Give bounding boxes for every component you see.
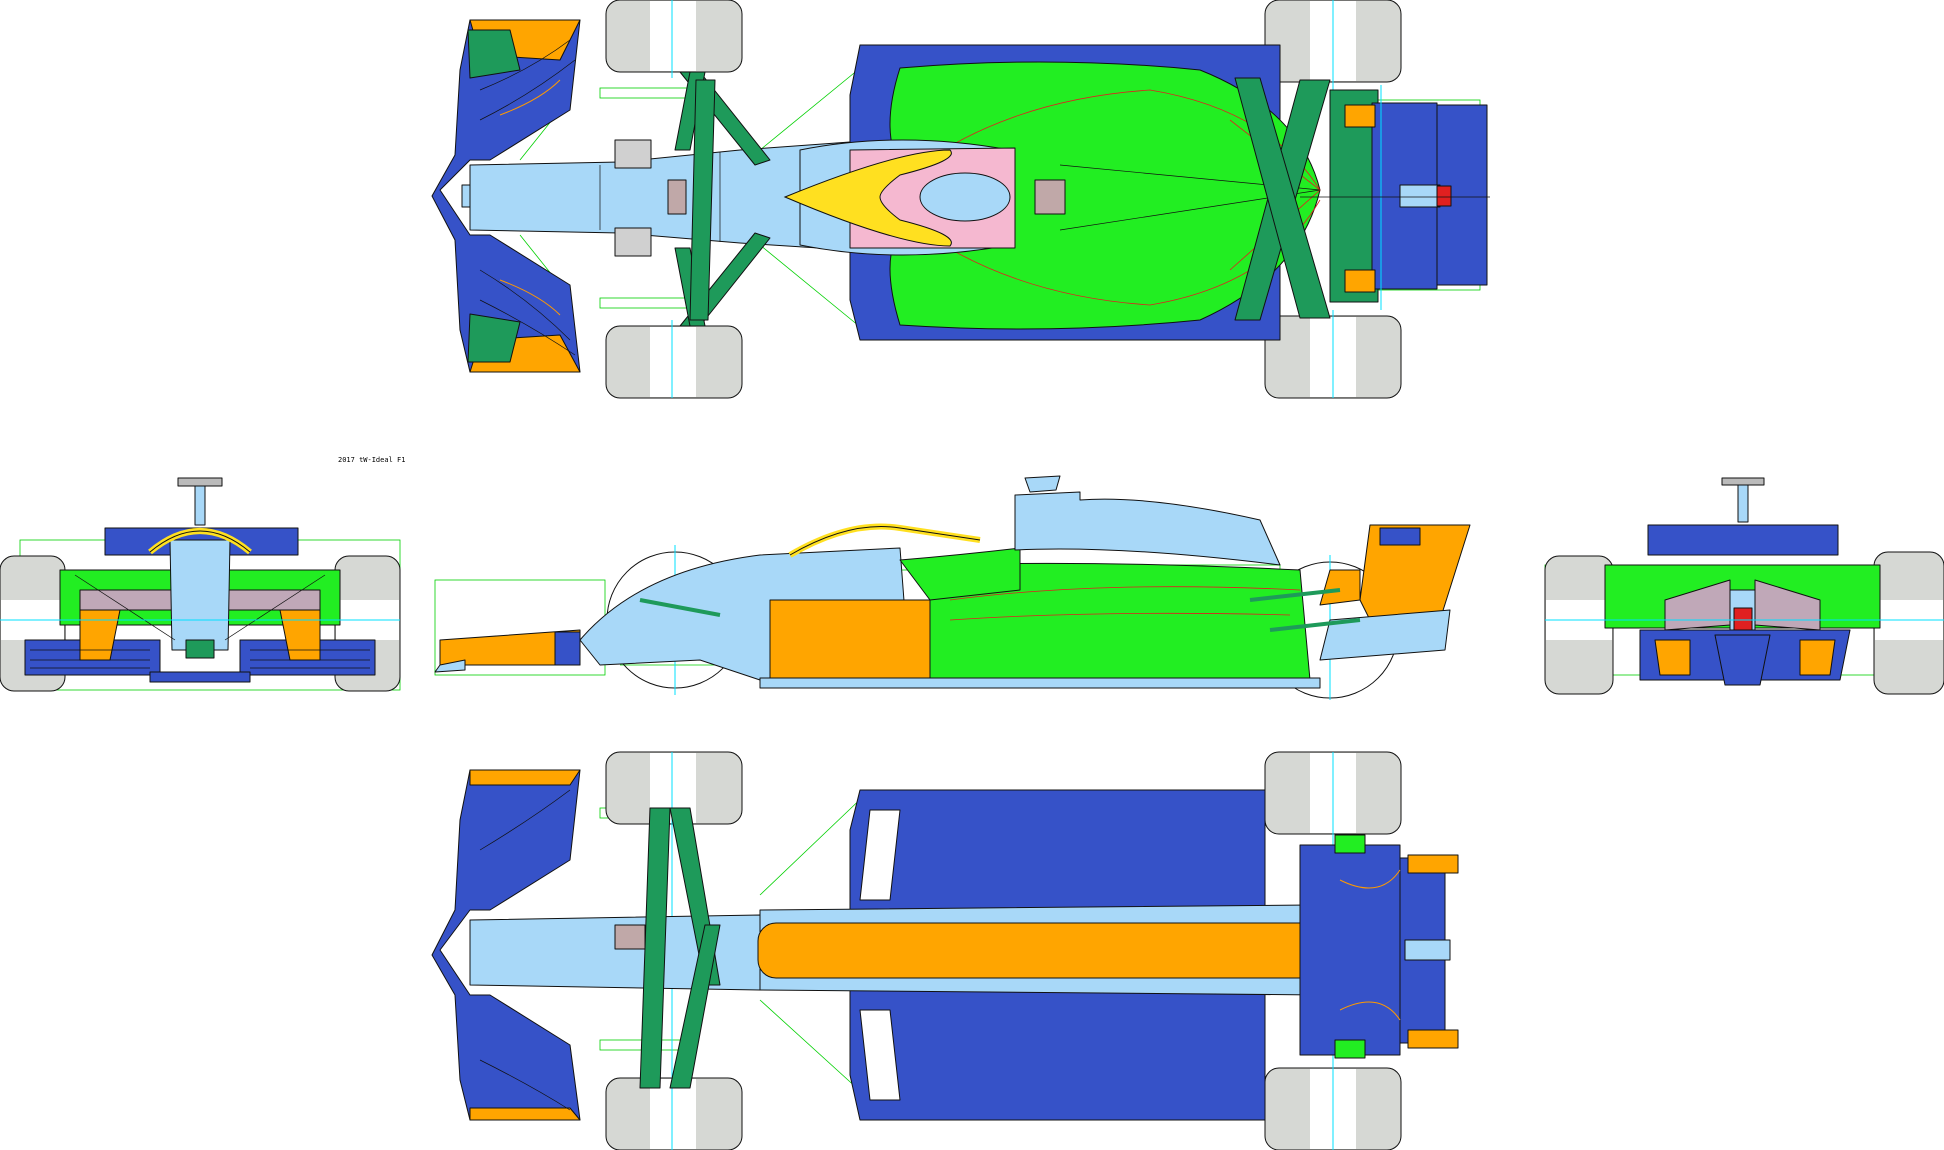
front-wing bbox=[431, 19, 581, 373]
front-left-tyre bbox=[605, 0, 743, 78]
bottom-view bbox=[431, 751, 1459, 1150]
side-view bbox=[434, 475, 1471, 700]
rear-wing-top bbox=[1234, 77, 1490, 321]
rear-left-tyre bbox=[1264, 0, 1402, 90]
cockpit-top bbox=[783, 139, 1321, 256]
front-suspension bbox=[674, 71, 771, 327]
rear-view-tyres bbox=[1544, 551, 1944, 695]
chassis-top bbox=[469, 139, 851, 257]
bottom-tyres bbox=[605, 751, 1402, 1150]
front-view bbox=[0, 477, 401, 692]
rear-view bbox=[1544, 477, 1944, 695]
rear-right-tyre bbox=[1264, 310, 1402, 399]
front-right-tyre bbox=[605, 320, 743, 399]
drawing-caption: 2017 tW-Ideal F1 bbox=[338, 456, 405, 464]
top-view bbox=[431, 0, 1490, 399]
